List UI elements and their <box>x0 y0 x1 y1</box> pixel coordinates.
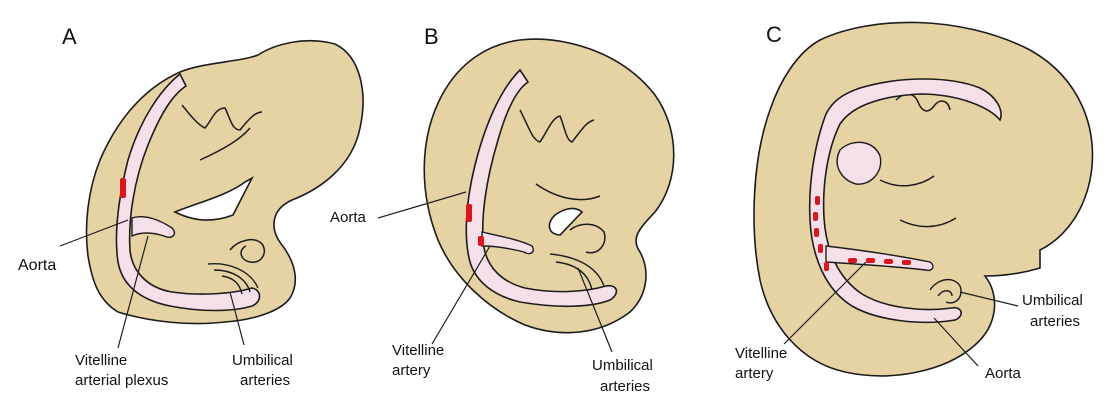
panel-b-embryo-body <box>424 39 674 333</box>
panel-b: B Aorta Vitelline artery Umbilical arter… <box>330 24 674 395</box>
panel-b-vitelline-label-1: Vitelline <box>392 342 444 359</box>
panel-a-vitelline-label-2: arterial plexus <box>75 372 168 389</box>
panel-a-umbilical-label-2: arteries <box>240 372 290 389</box>
panel-b-umbilical-label-2: arteries <box>600 378 650 395</box>
panel-c-vitelline-label-2: artery <box>735 365 774 382</box>
panel-b-aorta-label: Aorta <box>330 209 367 226</box>
panel-c: C Umbilical arteries Vitelline artery Ao… <box>735 22 1093 382</box>
panel-b-vitelline-label-2: artery <box>392 362 431 379</box>
panel-b-blood-island-2 <box>478 236 484 246</box>
panel-a-aorta-label: Aorta <box>18 257 56 274</box>
panel-a-umbilical-label-1: Umbilical <box>232 352 293 369</box>
panel-c-aorta-label: Aorta <box>985 365 1022 382</box>
panel-a-blood-island <box>120 178 126 198</box>
panel-a-letter: A <box>62 24 77 49</box>
panel-a-vitelline-label-1: Vitelline <box>75 352 127 369</box>
panel-c-letter: C <box>766 22 782 47</box>
panel-a: A Aorta Vitelline arterial plexus Umbili… <box>18 24 363 389</box>
panel-b-blood-island-1 <box>466 204 472 222</box>
panel-c-heart <box>837 142 881 184</box>
panel-b-letter: B <box>424 24 439 49</box>
panel-b-umbilical-label-1: Umbilical <box>592 357 653 374</box>
panel-c-umbilical-label-2: arteries <box>1030 313 1080 330</box>
panel-c-vitelline-label-1: Vitelline <box>735 345 787 362</box>
panel-c-umbilical-label-1: Umbilical <box>1022 292 1083 309</box>
